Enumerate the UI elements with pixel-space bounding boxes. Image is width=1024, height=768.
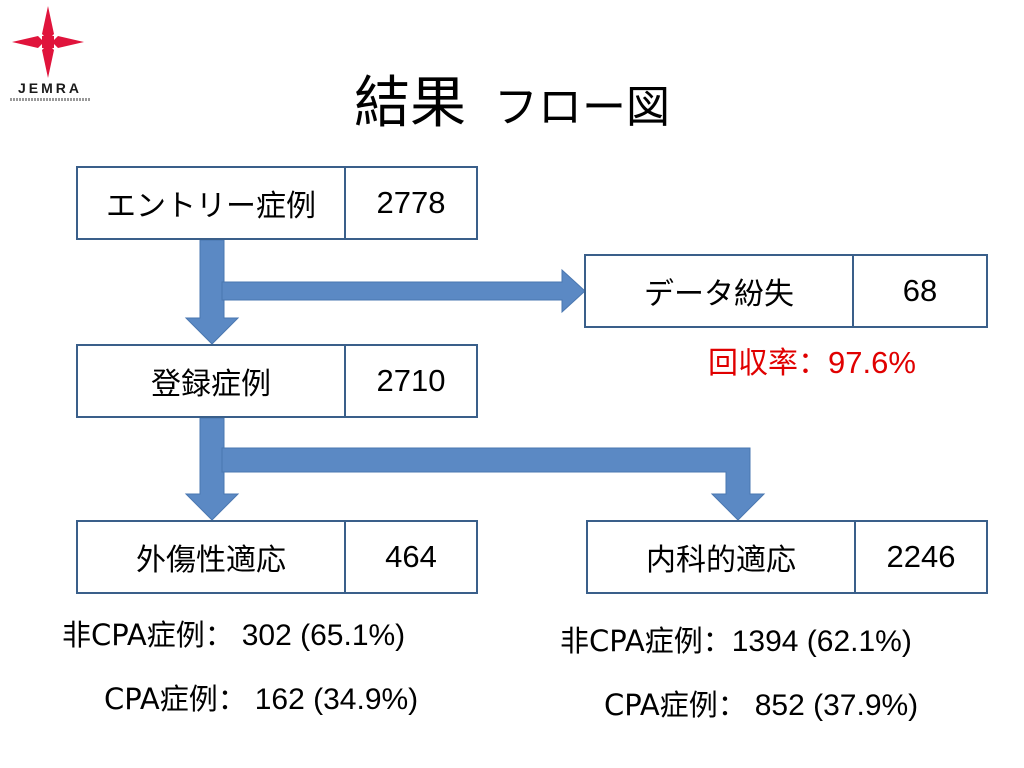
page-title: 結果フロー図 [0,58,1024,139]
box-trauma-value: 464 [385,539,437,574]
box-lost-value: 68 [902,273,938,308]
arrow-to-medical [221,447,766,521]
arrow-registered-to-trauma [184,417,240,521]
cross-star-icon [12,6,84,78]
box-lost-label: データ紛失 [586,256,854,326]
box-registered: 登録症例 2710 [76,344,478,418]
medical-cpa-stat: CPA症例：852 (37.9%) [604,682,918,724]
arrow-entry-to-registered [184,239,240,345]
box-lost: データ紛失 68 [584,254,988,328]
recovery-rate-label: 回収率： [708,346,828,381]
trauma-cpa-stat: CPA症例：162 (34.9%) [104,676,418,718]
title-sub: フロー図 [494,82,670,133]
trauma-noncpa-label: 非CPA症例： [62,618,234,652]
box-medical-value: 2246 [886,539,956,574]
box-registered-value: 2710 [376,363,446,398]
recovery-rate: 回収率：97.6% [708,338,916,382]
jemra-logo: JEMRA [8,4,90,104]
box-entry-value: 2778 [376,185,446,220]
trauma-noncpa-stat: 非CPA症例：302 (65.1%) [62,612,405,654]
box-registered-label: 登録症例 [78,346,346,416]
logo-subtitle [10,98,90,101]
medical-cpa-label: CPA症例： [604,688,747,722]
trauma-cpa-label: CPA症例： [104,682,247,716]
title-main: 結果 [354,71,466,136]
medical-noncpa-value: 1394 (62.1%) [731,625,912,658]
logo-text: JEMRA [17,80,82,96]
box-entry: エントリー症例 2778 [76,166,478,240]
box-trauma: 外傷性適応 464 [76,520,478,594]
medical-noncpa-label: 非CPA症例： [560,624,732,658]
box-medical-label: 内科的適応 [588,522,856,592]
trauma-cpa-value: 162 (34.9%) [254,683,419,716]
recovery-rate-value: 97.6% [828,345,916,380]
arrow-to-data-lost [221,268,586,314]
box-trauma-label: 外傷性適応 [78,522,346,592]
trauma-noncpa-value: 302 (65.1%) [241,619,406,652]
box-entry-label: エントリー症例 [78,168,346,238]
box-medical: 内科的適応 2246 [586,520,988,594]
medical-noncpa-stat: 非CPA症例：1394 (62.1%) [560,618,912,660]
medical-cpa-value: 852 (37.9%) [754,689,919,722]
